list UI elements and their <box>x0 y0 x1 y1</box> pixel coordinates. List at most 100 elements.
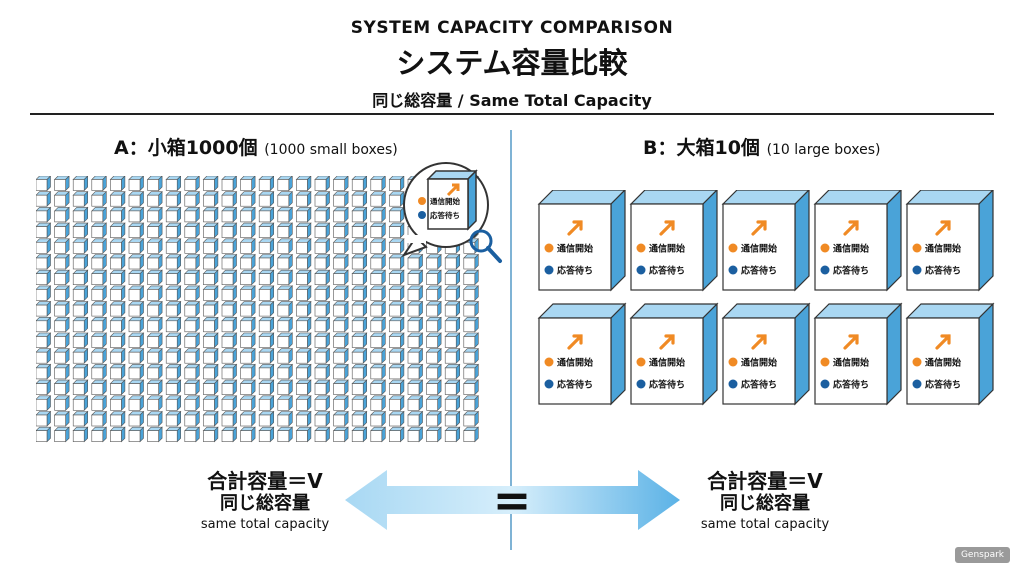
small-box <box>239 410 256 427</box>
arrow-up-right-icon <box>935 220 951 236</box>
small-box <box>221 347 238 364</box>
small-box <box>463 379 480 396</box>
clock-icon <box>728 265 738 275</box>
subtitle: 同じ総容量 / Same Total Capacity <box>372 91 652 110</box>
small-box <box>202 426 219 443</box>
small-box <box>425 316 442 333</box>
small-box <box>425 410 442 427</box>
arrow-up-right-icon <box>843 220 859 236</box>
box-label-start: 通信開始 <box>649 243 685 255</box>
small-box <box>202 238 219 255</box>
small-box <box>370 426 387 443</box>
small-box <box>388 363 405 380</box>
small-box <box>351 426 368 443</box>
total-b-line1: 合計容量＝V <box>707 469 823 493</box>
small-box <box>314 269 331 286</box>
small-box <box>239 253 256 270</box>
small-box <box>258 190 275 207</box>
small-box <box>221 206 238 223</box>
double-arrow-shape <box>345 470 680 530</box>
section-b-title: B：大箱10個 <box>643 137 760 159</box>
small-box <box>91 238 108 255</box>
small-box <box>221 300 238 317</box>
small-box <box>351 285 368 302</box>
clock-icon <box>544 265 554 275</box>
small-box <box>295 285 312 302</box>
small-box <box>370 379 387 396</box>
small-box <box>425 285 442 302</box>
small-box <box>109 363 126 380</box>
small-box <box>184 379 201 396</box>
total-b: 合計容量＝V 同じ総容量 same total capacity <box>680 469 850 535</box>
small-box <box>53 285 70 302</box>
small-box <box>295 222 312 239</box>
magnified-line2: 応答待ち <box>430 210 460 220</box>
small-box <box>109 379 126 396</box>
small-box <box>221 253 238 270</box>
small-box <box>295 269 312 286</box>
small-box <box>295 395 312 412</box>
box-label-start: 通信開始 <box>925 357 961 369</box>
small-box <box>53 190 70 207</box>
small-box <box>463 269 480 286</box>
box-top <box>813 303 903 319</box>
box-side <box>886 302 902 406</box>
small-box <box>72 426 89 443</box>
section-b-heading: B：大箱10個 (10 large boxes) <box>643 133 880 160</box>
small-box <box>370 285 387 302</box>
small-box <box>165 206 182 223</box>
small-box <box>202 206 219 223</box>
small-box <box>314 410 331 427</box>
box-top <box>629 190 718 205</box>
clock-icon <box>418 211 426 219</box>
small-box <box>370 269 387 286</box>
small-box <box>351 253 368 270</box>
small-box <box>277 285 294 302</box>
box-top <box>629 303 719 319</box>
small-box <box>165 176 182 192</box>
small-box <box>184 395 201 412</box>
small-box <box>258 269 275 286</box>
total-b-line2: 同じ総容量 <box>720 493 810 514</box>
small-box <box>36 363 52 380</box>
small-box <box>146 347 163 364</box>
small-box <box>351 269 368 286</box>
small-box <box>72 222 89 239</box>
total-a-line1: 合計容量＝V <box>207 469 323 493</box>
small-box <box>184 347 201 364</box>
up-arrow-icon <box>820 357 830 367</box>
small-box <box>239 176 256 192</box>
small-box <box>239 238 256 255</box>
box-side <box>978 190 994 292</box>
small-box <box>72 395 89 412</box>
small-box <box>425 253 442 270</box>
small-box <box>332 410 349 427</box>
box-side <box>794 302 810 406</box>
small-box <box>314 395 331 412</box>
small-box <box>239 332 256 349</box>
small-box <box>128 253 145 270</box>
small-box <box>277 363 294 380</box>
small-box <box>165 395 182 412</box>
small-box <box>91 379 108 396</box>
small-box <box>332 176 349 192</box>
box-label-start: 通信開始 <box>833 243 869 255</box>
small-box <box>463 300 480 317</box>
small-box <box>36 347 52 364</box>
small-box <box>295 426 312 443</box>
small-box <box>258 253 275 270</box>
small-box <box>444 316 461 333</box>
small-box <box>72 316 89 333</box>
small-box <box>128 379 145 396</box>
small-box <box>444 395 461 412</box>
small-box <box>91 363 108 380</box>
small-box <box>407 379 424 396</box>
small-box <box>407 410 424 427</box>
small-box <box>332 190 349 207</box>
small-box <box>351 410 368 427</box>
small-box <box>332 285 349 302</box>
small-box <box>221 190 238 207</box>
small-box <box>146 269 163 286</box>
